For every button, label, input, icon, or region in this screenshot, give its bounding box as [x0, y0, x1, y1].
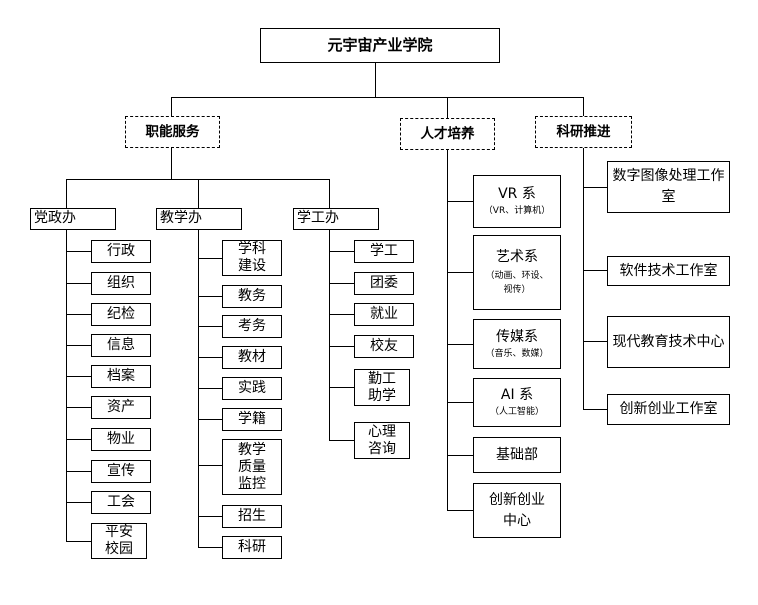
studio-software-tech: 软件技术工作室 [607, 256, 730, 286]
dept-label: 人才培养 [420, 125, 475, 142]
list-item: 教学质量监控 [222, 439, 282, 495]
list-item: 教材 [222, 346, 282, 369]
list-item: 校友 [354, 335, 414, 358]
dept-functional-services: 职能服务 [125, 116, 220, 148]
unit-label: VR 系 [498, 186, 536, 202]
unit-label: 艺术系 [496, 248, 538, 265]
unit-media-department: 传媒系 （音乐、数媒） [473, 319, 561, 369]
list-item: 勤工助学 [354, 369, 410, 406]
studio-digital-image: 数字图像处理工作室 [607, 161, 730, 213]
office-label: 党政办 [34, 210, 76, 226]
unit-vr-department: VR 系 （VR、计算机） [473, 175, 561, 228]
list-item: 科研 [222, 536, 282, 559]
list-item: 物业 [91, 428, 151, 451]
office-party-admin: 党政办 [30, 208, 116, 230]
list-item: 学工 [354, 240, 414, 263]
list-item: 学籍 [222, 408, 282, 431]
list-item: 档案 [91, 365, 151, 388]
list-item: 信息 [91, 334, 151, 357]
unit-label: 传媒系 [496, 328, 538, 345]
root-node: 元宇宙产业学院 [260, 28, 500, 63]
unit-detail: （人工智能） [489, 407, 544, 417]
list-item: 资产 [91, 396, 151, 419]
unit-detail: （VR、计算机） [483, 206, 551, 216]
root-label: 元宇宙产业学院 [327, 36, 433, 54]
list-item: 教务 [222, 285, 282, 308]
list-item: 纪检 [91, 303, 151, 326]
unit-innovation-center: 创新创业中心 [473, 483, 561, 538]
unit-label: 创新创业中心 [489, 491, 545, 529]
dept-research: 科研推进 [535, 116, 632, 148]
list-item: 招生 [222, 505, 282, 528]
list-item: 团委 [354, 272, 414, 295]
unit-label: AI 系 [500, 387, 534, 403]
unit-detail: （音乐、数媒） [485, 348, 549, 359]
office-label: 学工办 [297, 210, 339, 226]
list-item: 考务 [222, 315, 282, 338]
list-item: 就业 [354, 303, 414, 326]
list-item: 平安校园 [91, 523, 147, 559]
list-item: 实践 [222, 377, 282, 400]
office-student-affairs: 学工办 [293, 208, 379, 230]
office-teaching: 教学办 [156, 208, 242, 230]
unit-art-department: 艺术系 （动画、环设、视传） [473, 235, 561, 310]
studio-modern-education-tech: 现代教育技术中心 [607, 316, 730, 368]
dept-talent-cultivation: 人才培养 [400, 118, 495, 150]
unit-ai-department: AI 系 （人工智能） [473, 378, 561, 427]
list-item: 工会 [91, 491, 151, 514]
dept-label: 科研推进 [556, 123, 611, 140]
list-item: 宣传 [91, 460, 151, 483]
unit-foundation-department: 基础部 [473, 437, 561, 473]
list-item: 行政 [91, 240, 151, 263]
office-label: 教学办 [160, 210, 202, 226]
list-item: 学科建设 [222, 240, 282, 276]
studio-innovation-entrepreneurship: 创新创业工作室 [607, 394, 730, 425]
unit-label: 基础部 [496, 446, 538, 463]
unit-detail: （动画、环设、视传） [485, 270, 549, 295]
dept-label: 职能服务 [145, 123, 200, 140]
list-item: 心理咨询 [354, 422, 410, 459]
list-item: 组织 [91, 272, 151, 295]
